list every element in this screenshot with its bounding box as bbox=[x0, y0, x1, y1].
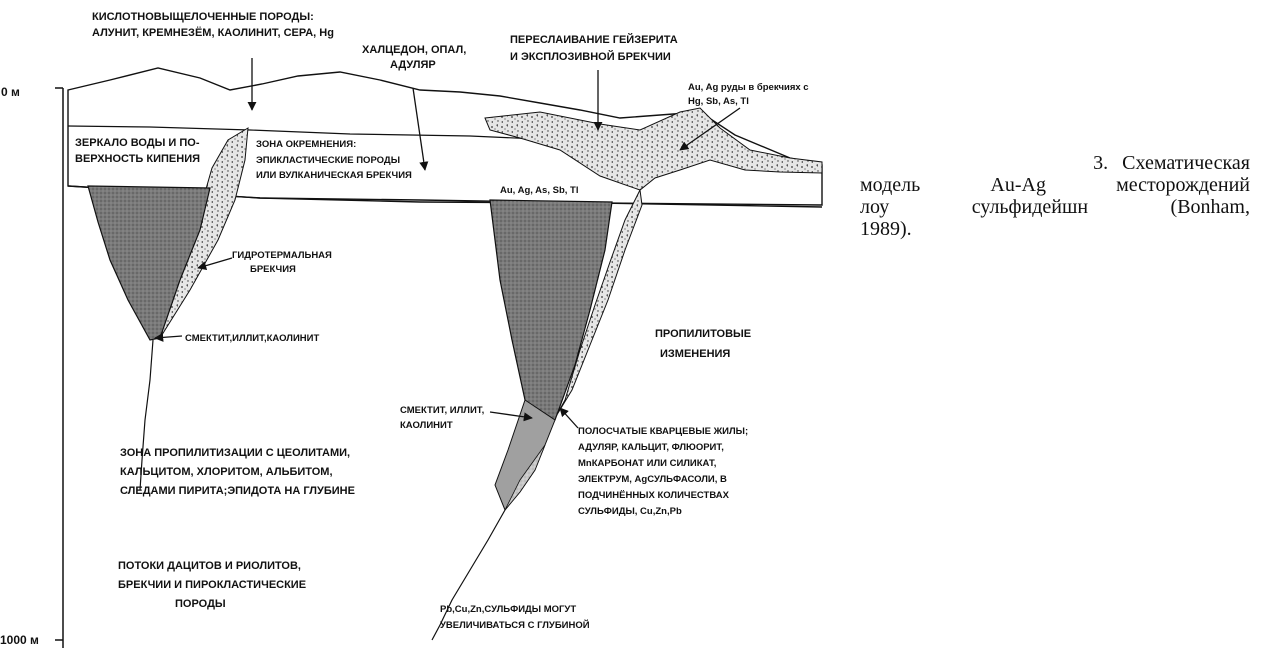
label-sulfides-depth: Pb,Cu,Zn,СУЛЬФИДЫ МОГУТ УВЕЛИЧИВАТЬСЯ С … bbox=[440, 604, 590, 631]
left-feeder-vein bbox=[139, 339, 154, 491]
label-geyserite: ПЕРЕСЛАИВАНИЕ ГЕЙЗЕРИТА И ЭКСПЛОЗИВНОЙ Б… bbox=[510, 33, 681, 63]
arrow-chalcedony bbox=[412, 87, 429, 171]
caption-line-1: 3. Схематическая bbox=[1093, 152, 1250, 174]
label-smectite-left: СМЕКТИТ,ИЛЛИТ,КАОЛИНИТ bbox=[185, 333, 319, 344]
label-water-table: ЗЕРКАЛО ВОДЫ И ПО- ВЕРХНОСТЬ КИПЕНИЯ bbox=[75, 137, 203, 165]
label-au-ag-as-sb-tl: Au, Ag, As, Sb, Tl bbox=[500, 185, 578, 196]
depth-label-bottom: 1000 м bbox=[0, 633, 39, 647]
label-au-ag-ores: Au, Ag руды в брекчиях с Hg, Sb, As, Tl bbox=[688, 82, 811, 107]
label-smectite-right: СМЕКТИТ, ИЛЛИТ, КАОЛИНИТ bbox=[400, 405, 487, 431]
label-quartz-veins: ПОЛОСЧАТЫЕ КВАРЦЕВЫЕ ЖИЛЫ; АДУЛЯР, КАЛЬЦ… bbox=[578, 426, 751, 517]
right-vein-tail bbox=[504, 444, 546, 511]
arrow-au-ag-ores bbox=[679, 107, 741, 151]
label-acid-leached: КИСЛОТНОВЫЩЕЛОЧЕННЫЕ ПОРОДЫ: АЛУНИТ, КРЕ… bbox=[92, 11, 334, 39]
arrow-quartz-veins bbox=[559, 407, 579, 429]
depth-label-top: 0 м bbox=[1, 85, 20, 99]
label-propylitic: ПРОПИЛИТОВЫЕ ИЗМЕНЕНИЯ bbox=[655, 328, 754, 360]
arrow-smectite-right bbox=[489, 411, 533, 422]
label-propylitization: ЗОНА ПРОПИЛИТИЗАЦИИ С ЦЕОЛИТАМИ, КАЛЬЦИТ… bbox=[120, 447, 355, 497]
label-chalcedony: ХАЛЦЕДОН, ОПАЛ, АДУЛЯР bbox=[362, 44, 469, 71]
arrow-smectite-left bbox=[154, 332, 183, 342]
deposit-model-diagram: 0 м 1000 м КИСЛОТНОВЫЩЕЛОЧЕННЫЕ ПОРОДЫ: … bbox=[0, 11, 823, 648]
caption-line-2: модель Au-Ag месторождений bbox=[860, 174, 1250, 196]
label-dacite-flows: ПОТОКИ ДАЦИТОВ И РИОЛИТОВ, БРЕКЧИИ И ПИР… bbox=[118, 560, 309, 610]
label-silicification: ЗОНА ОКРЕМНЕНИЯ: ЭПИКЛАСТИЧЕСКИЕ ПОРОДЫ … bbox=[256, 139, 412, 181]
figure-caption: 3. Схематическая модель Au-Ag месторожде… bbox=[860, 152, 1250, 240]
geyserite-breccia-layer bbox=[484, 107, 823, 191]
arrow-hydrothermal-breccia bbox=[197, 257, 233, 271]
label-hydrothermal-breccia: ГИДРОТЕРМАЛЬНАЯ БРЕКЧИЯ bbox=[232, 250, 335, 275]
caption-line-3: лоу сульфидейшн (Bonham, bbox=[860, 196, 1250, 218]
caption-line-4: 1989). bbox=[860, 218, 912, 240]
right-feeder-vein bbox=[431, 509, 506, 641]
